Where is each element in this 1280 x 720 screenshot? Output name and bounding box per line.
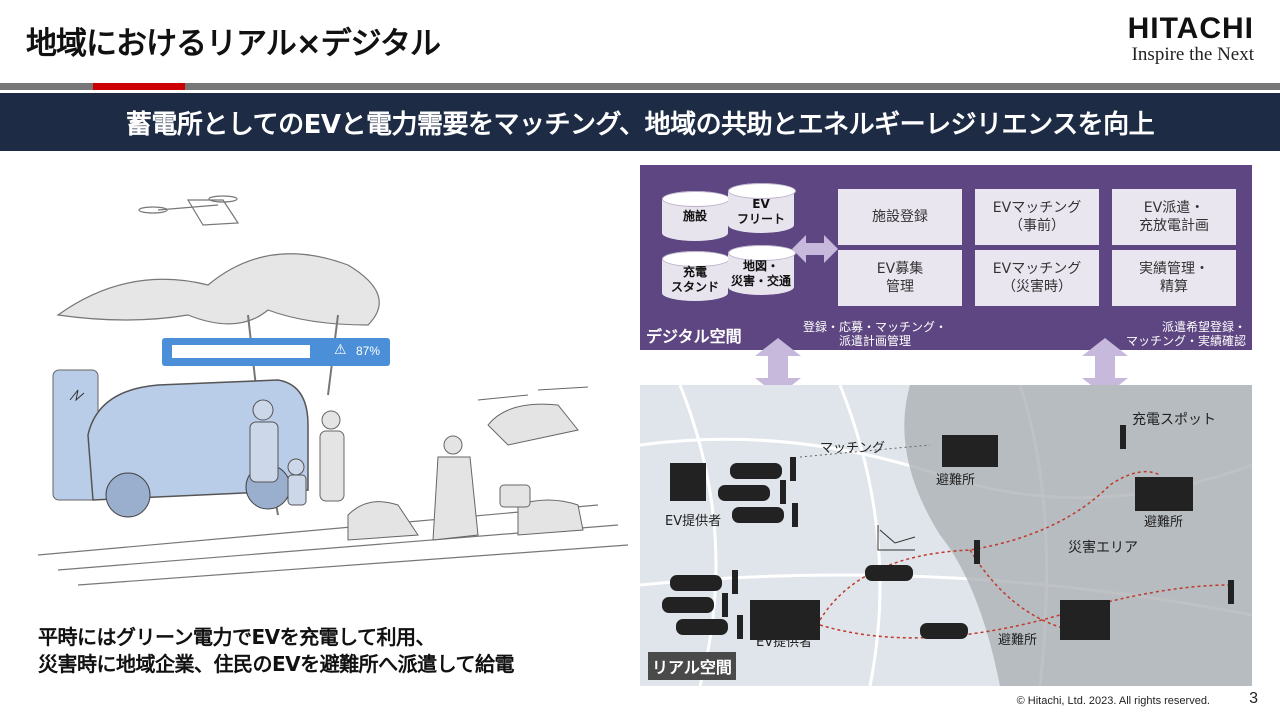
func-results-settlement: 実績管理・ 精算 bbox=[1112, 250, 1236, 306]
label-disaster-area: 災害エリア bbox=[1068, 540, 1138, 556]
func-facility-registration: 施設登録 bbox=[838, 189, 962, 245]
gauge-bar bbox=[172, 345, 310, 358]
label-matching: マッチング bbox=[820, 441, 886, 456]
real-space-label: リアル空間 bbox=[648, 652, 736, 680]
digital-space-label: デジタル空間 bbox=[646, 327, 742, 346]
battery-gauge: ⚠ 87% bbox=[162, 338, 390, 366]
func-ev-recruit: EV募集 管理 bbox=[838, 250, 962, 306]
label-ev-provider-1: EV提供者 bbox=[665, 514, 722, 529]
sketch-illustration bbox=[38, 195, 628, 586]
warning-icon: ⚠ bbox=[334, 342, 347, 358]
func-ev-matching-advance: EVマッチング （事前） bbox=[975, 189, 1099, 245]
note-right: 派遣希望登録・ マッチング・実績確認 bbox=[1125, 320, 1246, 348]
headline-banner: 蓄電所としてのEVと電力需要をマッチング、地域の共助とエネルギーレジリエンスを向… bbox=[0, 93, 1280, 151]
func-ev-dispatch-plan: EV派遣・ 充放電計画 bbox=[1112, 189, 1236, 245]
double-arrow-icon bbox=[792, 235, 838, 263]
label-ev-provider-2: EV提供者 bbox=[756, 635, 813, 650]
database-charging-stand: 充電 スタンド bbox=[662, 251, 730, 301]
database-map: 地図・ 災害・交通 bbox=[728, 245, 796, 295]
caption: 平時にはグリーン電力でEVを充電して利用、 災害時に地域企業、住民のEVを避難所… bbox=[38, 624, 515, 678]
copyright: © Hitachi, Ltd. 2023. All rights reserve… bbox=[1016, 695, 1210, 707]
label-shelter-2: 避難所 bbox=[1144, 515, 1184, 530]
caption-line-2: 災害時に地域企業、住民のEVを避難所へ派遣して給電 bbox=[38, 652, 515, 676]
real-space-panel: マッチング EV提供者 EV提供者 避難所 避難所 避難所 充電スポット 災害エ… bbox=[640, 385, 1252, 686]
label-charging-spot: 充電スポット bbox=[1132, 412, 1216, 428]
logo-tagline: Inspire the Next bbox=[1131, 44, 1254, 65]
map-background bbox=[640, 385, 1252, 686]
database-ev-fleet: EV フリート bbox=[728, 183, 796, 233]
slide-title: 地域におけるリアル×デジタル bbox=[26, 26, 441, 62]
digital-space-panel: 施設 EV フリート 充電 スタンド 地図・ 災害・交通 施設登録 EVマッチン… bbox=[640, 165, 1252, 350]
function-grid: 施設登録 EVマッチング （事前） EV派遣・ 充放電計画 EV募集 管理 EV… bbox=[838, 189, 1236, 306]
label-shelter-3: 避難所 bbox=[998, 633, 1038, 648]
database-facility: 施設 bbox=[662, 191, 730, 241]
updown-arrow-left bbox=[755, 338, 801, 396]
gauge-value: 87% bbox=[356, 344, 381, 358]
page-number: 3 bbox=[1249, 690, 1258, 707]
note-left: 登録・応募・マッチング・ 派遣計画管理 bbox=[802, 320, 947, 348]
func-ev-matching-disaster: EVマッチング （災害時） bbox=[975, 250, 1099, 306]
label-shelter-1: 避難所 bbox=[936, 473, 976, 488]
header-rule bbox=[0, 83, 1280, 90]
header-rule-accent bbox=[93, 83, 185, 90]
hitachi-logo: HITACHI Inspire the Next bbox=[1128, 14, 1254, 66]
logo-main: HITACHI bbox=[1127, 12, 1254, 45]
caption-line-1: 平時にはグリーン電力でEVを充電して利用、 bbox=[38, 625, 436, 649]
updown-arrow-right bbox=[1082, 338, 1128, 396]
